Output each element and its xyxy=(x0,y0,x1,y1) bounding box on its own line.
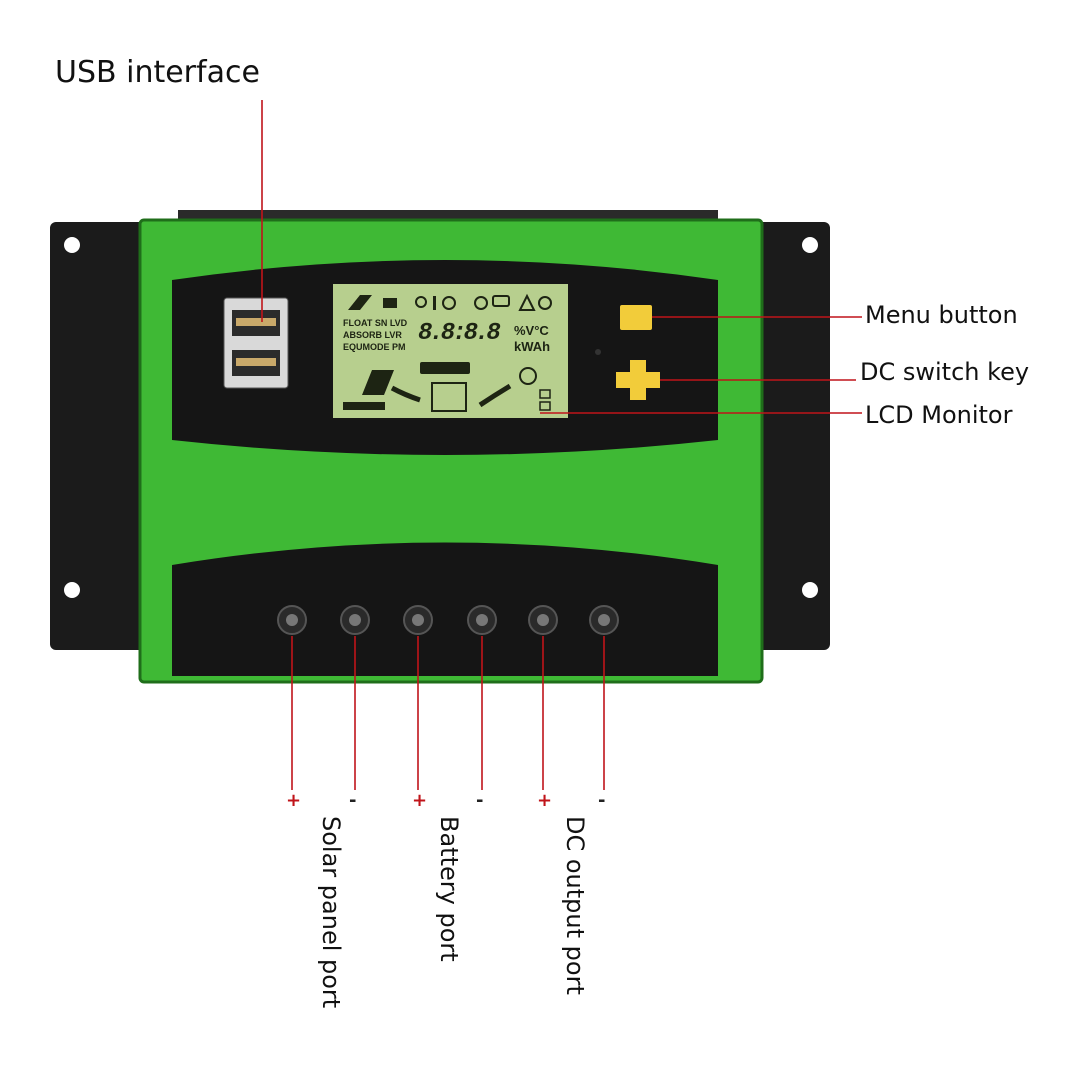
mount-hole xyxy=(802,237,818,253)
terminal-polarity: + xyxy=(286,790,302,811)
lcd-monitor-label: LCD Monitor xyxy=(865,401,1013,429)
terminal-screw-head xyxy=(598,614,610,626)
dc-output-port-label: DC output port xyxy=(561,816,589,995)
menu-button-label: Menu button xyxy=(865,301,1018,329)
terminal-polarity: + xyxy=(412,790,428,811)
lcd-units: kWAh xyxy=(514,339,551,354)
lcd-digits: 8.8:8.8 xyxy=(418,320,501,347)
lcd-mode-row: FLOAT SN LVD xyxy=(343,318,408,328)
terminal-polarity: - xyxy=(349,790,357,811)
dc-switch-button xyxy=(616,360,660,400)
dc-switch-key-label: DC switch key xyxy=(860,358,1030,386)
terminal-polarity: + xyxy=(537,790,553,811)
terminal-screw-head xyxy=(286,614,298,626)
terminal-screw-head xyxy=(349,614,361,626)
usb-interface-label: USB interface xyxy=(55,55,260,90)
terminal-polarity: - xyxy=(598,790,606,811)
terminal-polarity: - xyxy=(476,790,484,811)
terminal-screw-head xyxy=(476,614,488,626)
menu-button xyxy=(620,305,652,330)
terminal-screw-head xyxy=(412,614,424,626)
lcd-screen xyxy=(333,284,568,418)
lcd-mode-row: EQUMODE PM xyxy=(343,342,406,352)
mount-hole xyxy=(802,582,818,598)
lcd-units: %V°C xyxy=(514,323,549,338)
lcd-mode-row: ABSORB LVR xyxy=(343,330,402,340)
terminal-screw-head xyxy=(537,614,549,626)
solar-panel-port-label: Solar panel port xyxy=(317,816,345,1009)
terminal-panel xyxy=(172,542,718,676)
battery-port-label: Battery port xyxy=(435,816,463,962)
mount-hole xyxy=(64,582,80,598)
mount-hole xyxy=(64,237,80,253)
